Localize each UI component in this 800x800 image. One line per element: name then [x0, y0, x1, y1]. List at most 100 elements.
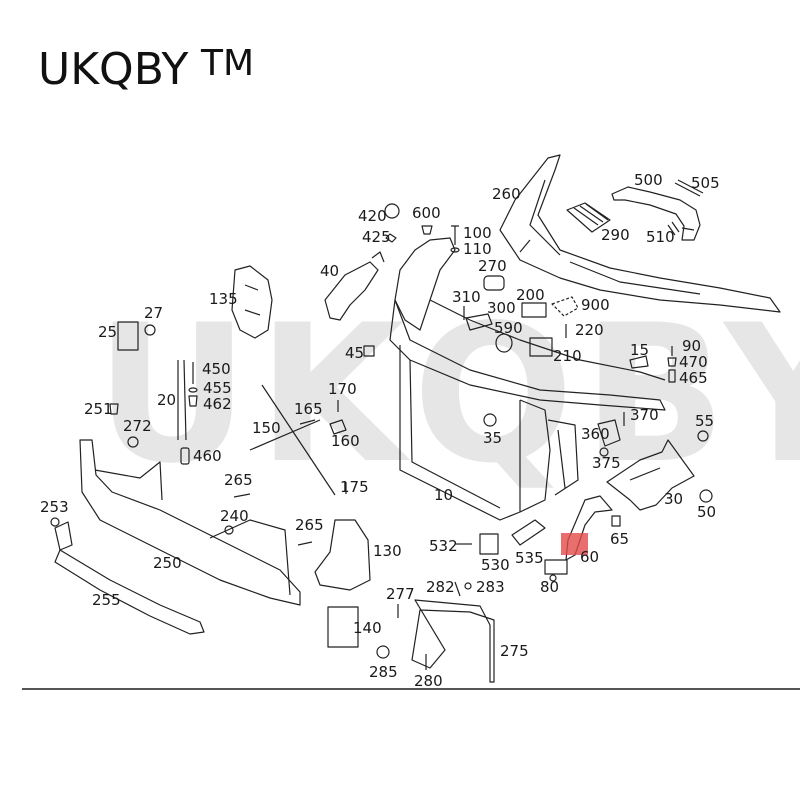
- callout-130: 130: [373, 542, 402, 560]
- callout-30: 30: [664, 490, 684, 508]
- bracket-130: [314, 519, 371, 591]
- callout-285: 285: [369, 663, 398, 681]
- harness-900: [551, 296, 579, 317]
- highlight-part-60: [561, 533, 588, 555]
- clip-251: [109, 403, 119, 415]
- nut-240: [224, 525, 234, 535]
- callout-275: 275: [500, 642, 529, 660]
- callout-265-upper: 265: [224, 471, 253, 489]
- callout-65: 65: [610, 530, 630, 548]
- washer-110: [450, 247, 460, 253]
- upper-crossmember-260: [499, 154, 781, 313]
- callout-27: 27: [144, 304, 164, 322]
- callout-45: 45: [345, 344, 365, 362]
- callout-272: 272: [123, 417, 152, 435]
- callout-900: 900: [581, 296, 610, 314]
- bracket-360: [597, 419, 621, 447]
- nut-283: [464, 582, 472, 590]
- callout-160: 160: [331, 432, 360, 450]
- callout-35: 35: [483, 429, 503, 447]
- strut-150: [249, 384, 336, 496]
- callout-110: 110: [463, 240, 492, 258]
- callout-10: 10: [434, 486, 454, 504]
- callout-90: 90: [682, 337, 702, 355]
- bolt-265b: [297, 541, 313, 546]
- bolt-100: [451, 225, 459, 245]
- washer-455: [188, 387, 198, 393]
- callout-290: 290: [601, 226, 630, 244]
- brand-name: UKQBY: [38, 44, 189, 95]
- nut-27: [144, 324, 156, 336]
- callout-80: 80: [540, 578, 560, 596]
- callout-100: 100: [463, 224, 492, 242]
- callout-370: 370: [630, 406, 659, 424]
- clip-425: [385, 233, 397, 243]
- liner-30: [606, 439, 695, 511]
- callout-250: 250: [153, 554, 182, 572]
- trademark-mark: TM: [201, 43, 255, 84]
- callout-462: 462: [203, 395, 232, 413]
- callout-277: 277: [386, 585, 415, 603]
- callout-251: 251: [84, 400, 113, 418]
- clip-15: [629, 355, 649, 369]
- callout-590: 590: [494, 319, 523, 337]
- clip-505: [674, 179, 704, 197]
- air-duct-500: [611, 186, 701, 241]
- nut-375: [599, 447, 609, 457]
- callout-175: 175: [340, 478, 369, 496]
- bracket-40: [324, 251, 385, 321]
- nut-55: [697, 430, 709, 442]
- clip-600: [421, 225, 433, 235]
- callout-255: 255: [92, 591, 121, 609]
- sleeve-460: [180, 447, 190, 465]
- callout-270: 270: [478, 257, 507, 275]
- callout-282: 282: [426, 578, 455, 596]
- clip-282: [454, 581, 461, 597]
- callout-530: 530: [481, 556, 510, 574]
- sensor-210: [529, 337, 553, 357]
- brace-255: [54, 521, 205, 635]
- callout-165: 165: [294, 400, 323, 418]
- watermark: UKQBY TM: [95, 284, 800, 505]
- bracket-135: [231, 265, 273, 339]
- bushing-462: [188, 395, 198, 407]
- grille-270: [483, 275, 505, 291]
- callout-55: 55: [695, 412, 715, 430]
- rod-20: [177, 359, 187, 441]
- bolt-265a: [233, 493, 251, 498]
- grommet-470: [667, 357, 677, 367]
- callout-170: 170: [328, 380, 357, 398]
- callout-300: 300: [487, 299, 516, 317]
- callout-150: 150: [252, 419, 281, 437]
- sensor-200: [521, 302, 547, 318]
- cap-420: [384, 203, 400, 219]
- hose-10: [511, 519, 546, 546]
- brand-logo: UKQBY TM: [38, 46, 254, 92]
- callout-25: 25: [98, 323, 118, 341]
- callout-420: 420: [358, 207, 387, 225]
- callout-220: 220: [575, 321, 604, 339]
- crossmember-250: [79, 439, 301, 606]
- nut-80: [549, 574, 557, 582]
- seal-590: [495, 333, 513, 353]
- mount-535: [544, 559, 568, 575]
- callout-200: 200: [516, 286, 545, 304]
- callout-210: 210: [553, 347, 582, 365]
- callout-455: 455: [203, 379, 232, 397]
- callout-505: 505: [691, 174, 720, 192]
- callout-60: 60: [580, 548, 600, 566]
- grommet-285: [376, 645, 390, 659]
- sensor-530: [479, 533, 499, 555]
- callout-360: 360: [581, 425, 610, 443]
- callout-375: 375: [592, 454, 621, 472]
- callout-240: 240: [220, 507, 249, 525]
- nut-272: [127, 436, 139, 448]
- clip-65: [611, 515, 621, 527]
- callout-450: 450: [202, 360, 231, 378]
- bolt-165: [299, 419, 316, 425]
- callout-40: 40: [320, 262, 340, 280]
- callout-510: 510: [646, 228, 675, 246]
- callout-470: 470: [679, 353, 708, 371]
- clip-45: [363, 345, 375, 357]
